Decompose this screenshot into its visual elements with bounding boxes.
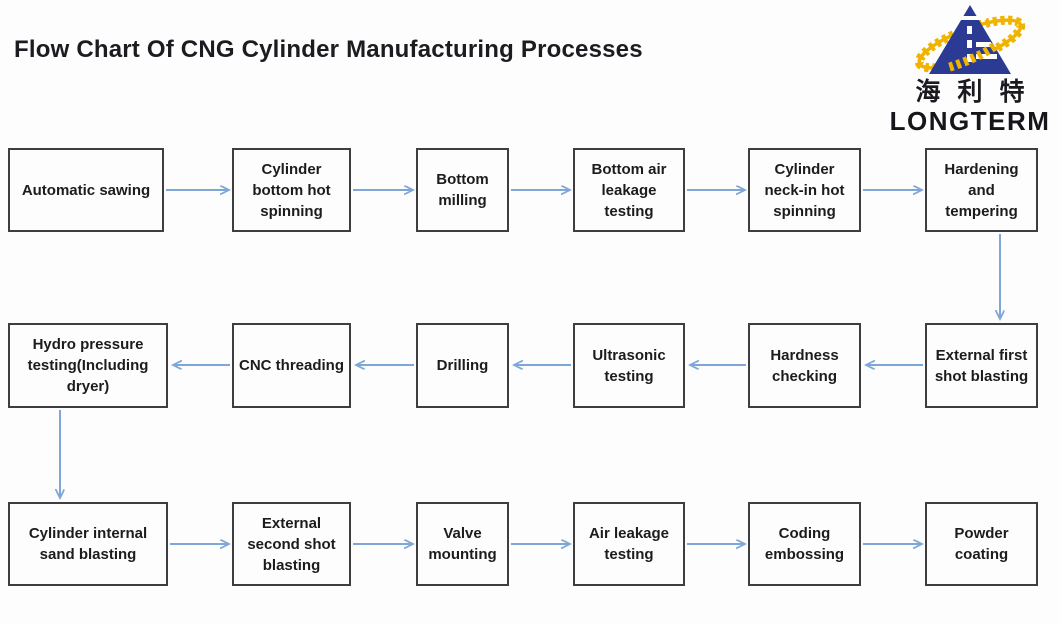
- flow-step-label: Automatic sawing: [21, 181, 151, 199]
- flow-step-cylinder-bottom-hot-spinning: Cylinder bottom hot spinning: [232, 148, 351, 232]
- flow-step-label: Hardness checking: [770, 346, 839, 385]
- flow-step-label: Cylinder internal sand blasting: [28, 525, 148, 563]
- logo-english-name: LONGTERM: [889, 106, 1051, 136]
- logo-emblem-triangle-gear-icon: [914, 5, 1026, 74]
- flow-step-cylinder-internal-sand-blasting: Cylinder internal sand blasting: [8, 502, 168, 586]
- flow-step-external-first-shot-blasting: External first shot blasting: [925, 323, 1038, 408]
- flow-step-label: External first shot blasting: [934, 346, 1029, 385]
- flow-step-label: Hydro pressure testing(Including dryer): [27, 336, 149, 395]
- page-title: Flow Chart Of CNG Cylinder Manufacturing…: [14, 36, 643, 63]
- flow-step-label: Bottom air leakage testing: [591, 160, 667, 220]
- flow-step-cylinder-neck-in-hot-spinning: Cylinder neck-in hot spinning: [748, 148, 861, 232]
- flow-step-label: CNC threading: [239, 357, 344, 374]
- flow-step-hardness-checking: Hardness checking: [748, 323, 861, 408]
- flow-step-label: Cylinder neck-in hot spinning: [764, 160, 845, 220]
- flow-step-valve-mounting: Valve mounting: [416, 502, 509, 586]
- flow-step-automatic-sawing: Automatic sawing: [8, 148, 164, 232]
- flow-step-powder-coating: Powder coating: [925, 502, 1038, 586]
- flow-step-label: Hardening and tempering: [944, 160, 1019, 220]
- flow-step-ultrasonic-testing: Ultrasonic testing: [573, 323, 685, 408]
- flow-step-label: Air leakage testing: [588, 525, 670, 563]
- flow-step-hardening-and-tempering: Hardening and tempering: [925, 148, 1038, 232]
- logo-chinese-name: 海利特: [915, 78, 1042, 106]
- flow-step-label: External second shot blasting: [247, 514, 336, 574]
- flow-step-label: Ultrasonic testing: [592, 346, 666, 385]
- flow-step-external-second-shot-blasting: External second shot blasting: [232, 502, 351, 586]
- flow-step-label: Drilling: [436, 357, 489, 374]
- flow-step-bottom-air-leakage-testing: Bottom air leakage testing: [573, 148, 685, 232]
- flow-step-coding-embossing: Coding embossing: [748, 502, 861, 586]
- flow-step-air-leakage-testing: Air leakage testing: [573, 502, 685, 586]
- logo: 海利特 LONGTERM: [880, 2, 1060, 134]
- flow-step-bottom-milling: Bottom milling: [416, 148, 509, 232]
- flow-step-label: Cylinder bottom hot spinning: [252, 160, 331, 220]
- flow-step-hydro-pressure-testing: Hydro pressure testing(Including dryer): [8, 323, 168, 408]
- flow-step-label: Valve mounting: [428, 525, 497, 563]
- flow-step-label: Coding embossing: [764, 525, 845, 563]
- flow-step-drilling: Drilling: [416, 323, 509, 408]
- flow-step-cnc-threading: CNC threading: [232, 323, 351, 408]
- flow-step-label: Powder coating: [954, 525, 1009, 563]
- flow-step-label: Bottom milling: [436, 171, 489, 209]
